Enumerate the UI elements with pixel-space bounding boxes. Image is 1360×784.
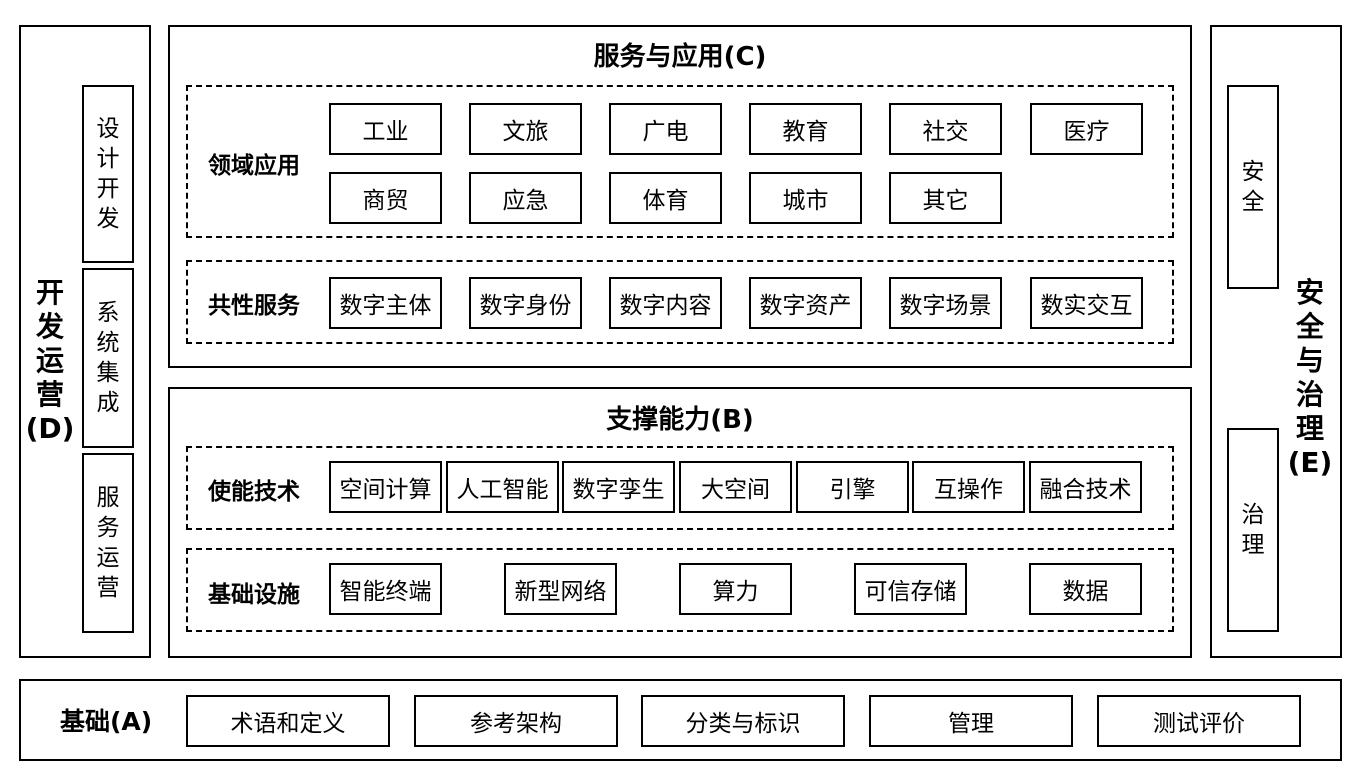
enabling-tech-item: 引擎 [796, 461, 909, 513]
domain-item: 教育 [749, 103, 862, 155]
common-service-item: 数字内容 [609, 277, 722, 329]
security-title-char: 理 [1295, 412, 1324, 445]
dev-ops-title: 开 发 运 营 (D) [24, 276, 76, 446]
char: 全 [1241, 189, 1265, 215]
security-title-char: 治 [1295, 378, 1324, 411]
security-governance-title: 安 全 与 治 理 (E) [1284, 276, 1336, 480]
services-title: 服务与应用(C) [593, 42, 767, 72]
infrastructure-item: 算力 [679, 563, 792, 615]
domain-item: 社交 [889, 103, 1002, 155]
infrastructure-item: 数据 [1029, 563, 1142, 615]
infrastructure-group [186, 548, 1174, 632]
char: 务 [96, 515, 120, 541]
dev-ops-title-char: 发 [35, 310, 64, 343]
domain-item: 文旅 [469, 103, 582, 155]
domain-item: 医疗 [1030, 103, 1143, 155]
common-services-label: 共性服务 [208, 293, 300, 319]
common-service-item: 数实交互 [1030, 277, 1143, 329]
domain-item: 其它 [889, 172, 1002, 224]
security-title-code: (E) [1287, 446, 1333, 479]
governance-box: 治 理 [1227, 428, 1279, 632]
foundation-item: 术语和定义 [186, 695, 390, 747]
dev-ops-title-char: 运 [35, 344, 64, 377]
char: 设 [96, 116, 120, 142]
support-title: 支撑能力(B) [606, 405, 754, 435]
char: 治 [1241, 502, 1265, 528]
char: 安 [1241, 159, 1265, 185]
security-title-char: 安 [1295, 276, 1324, 309]
char: 服 [96, 485, 120, 511]
char: 集 [96, 360, 120, 386]
foundation-item: 测试评价 [1097, 695, 1301, 747]
domain-item: 应急 [469, 172, 582, 224]
common-service-item: 数字资产 [749, 277, 862, 329]
char: 发 [96, 206, 120, 232]
enabling-tech-item: 人工智能 [446, 461, 559, 513]
foundation-item: 参考架构 [414, 695, 618, 747]
service-ops-box: 服 务 运 营 [82, 453, 134, 633]
enabling-tech-item: 融合技术 [1029, 461, 1142, 513]
enabling-tech-item: 大空间 [679, 461, 792, 513]
system-integration-box: 系 统 集 成 [82, 268, 134, 448]
foundation-item: 管理 [869, 695, 1073, 747]
common-service-item: 数字主体 [329, 277, 442, 329]
security-title-char: 全 [1295, 310, 1324, 343]
security-title-char: 与 [1295, 344, 1324, 377]
foundation-item: 分类与标识 [641, 695, 845, 747]
char: 开 [96, 176, 120, 202]
char: 理 [1241, 532, 1265, 558]
domain-item: 工业 [329, 103, 442, 155]
char: 统 [96, 330, 120, 356]
char: 计 [96, 146, 120, 172]
domain-item: 体育 [609, 172, 722, 224]
infrastructure-item: 可信存储 [854, 563, 967, 615]
domain-item: 广电 [609, 103, 722, 155]
char: 成 [96, 390, 120, 416]
security-box: 安 全 [1227, 85, 1279, 289]
domain-item: 商贸 [329, 172, 442, 224]
infrastructure-item: 新型网络 [504, 563, 617, 615]
enabling-tech-item: 数字孪生 [562, 461, 675, 513]
enabling-tech-label: 使能技术 [208, 479, 300, 505]
dev-ops-title-char: 营 [35, 378, 64, 411]
domain-apps-group [186, 85, 1174, 238]
domain-apps-label: 领域应用 [208, 153, 300, 179]
enabling-tech-group [186, 446, 1174, 530]
common-service-item: 数字场景 [889, 277, 1002, 329]
char: 运 [96, 545, 120, 571]
design-dev-box: 设 计 开 发 [82, 85, 134, 263]
infrastructure-label: 基础设施 [208, 582, 300, 608]
char: 系 [96, 300, 120, 326]
dev-ops-title-code: (D) [25, 412, 75, 445]
foundation-label: 基础(A) [60, 707, 153, 736]
infrastructure-item: 智能终端 [329, 563, 442, 615]
common-service-item: 数字身份 [469, 277, 582, 329]
dev-ops-title-char: 开 [35, 276, 64, 309]
enabling-tech-item: 互操作 [912, 461, 1025, 513]
common-services-group [186, 260, 1174, 344]
domain-item: 城市 [749, 172, 862, 224]
char: 营 [96, 575, 120, 601]
enabling-tech-item: 空间计算 [329, 461, 442, 513]
